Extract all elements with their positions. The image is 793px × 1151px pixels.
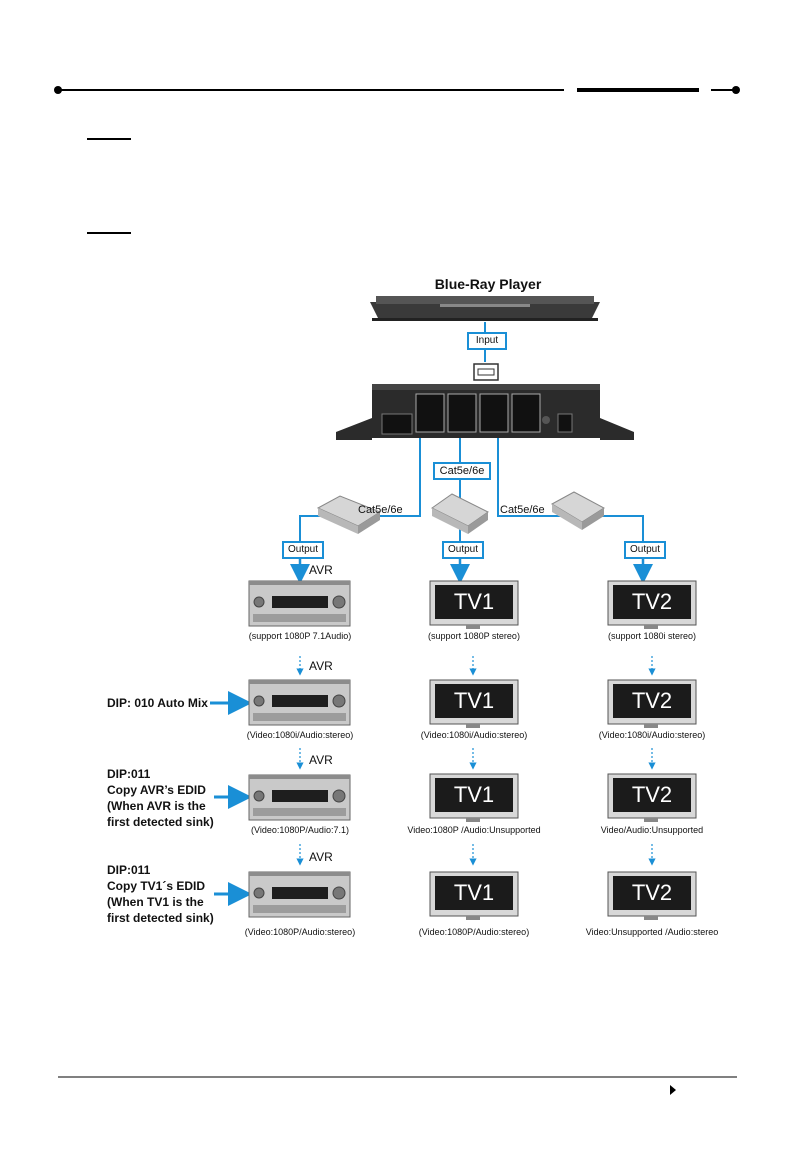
caption-tv1-row-3: Video:1080P /Audio:Unsupported [407, 825, 541, 835]
cable-left-label: Cat5e/6e [358, 504, 403, 516]
bluray-player-device [370, 296, 600, 321]
receiver-right-device [550, 491, 605, 530]
caption-tv2-row-4: Video:Unsupported /Audio:stereo [585, 927, 719, 937]
caption-avr-row-2: (Video:1080i/Audio:stereo) [246, 730, 354, 740]
caption-avr-row-3: (Video:1080P/Audio:7.1) [251, 825, 349, 835]
input-label: Input [467, 332, 507, 350]
header-line-right [711, 89, 735, 91]
tv2-device-row-1 [607, 580, 697, 629]
avr-device-row-1 [248, 580, 351, 627]
avr-device-row-4 [248, 871, 351, 918]
tv2-device-row-4 [607, 871, 697, 920]
output-label-right: Output [624, 541, 666, 559]
avr-label-row-4: AVR [309, 850, 333, 864]
bluray-player-label: Blue-Ray Player [434, 276, 542, 292]
side-label-row-4: DIP:011 Copy TV1´s EDID (When TV1 is the… [107, 863, 214, 925]
caption-tv1-row-1: (support 1080P stereo) [428, 631, 520, 641]
heading-underline-2 [87, 232, 131, 234]
hdmi-port-icon [473, 363, 499, 381]
header-dot-right [732, 86, 740, 94]
cable-center-label: Cat5e/6e [433, 462, 491, 480]
cable-right-label: Cat5e/6e [500, 504, 545, 516]
caption-tv1-row-2: (Video:1080i/Audio:stereo) [420, 730, 528, 740]
tv1-device-row-1 [429, 580, 519, 629]
hdbaset-splitter-device [336, 384, 634, 440]
avr-device-row-2 [248, 679, 351, 726]
caption-tv2-row-2: (Video:1080i/Audio:stereo) [598, 730, 706, 740]
output-label-left: Output [282, 541, 324, 559]
avr-label-row-1: AVR [309, 563, 333, 577]
tv1-label-row-2: TV1 [453, 688, 495, 713]
avr-device-row-3 [248, 774, 351, 821]
tv2-label-row-1: TV2 [631, 589, 673, 614]
next-page-icon [670, 1085, 676, 1095]
tv1-device-row-2 [429, 679, 519, 728]
avr-label-row-2: AVR [309, 659, 333, 673]
tv1-label-row-1: TV1 [453, 589, 495, 614]
tv2-device-row-2 [607, 679, 697, 728]
tv2-label-row-2: TV2 [631, 688, 673, 713]
caption-tv2-row-3: Video/Audio:Unsupported [600, 825, 704, 835]
tv2-device-row-3 [607, 773, 697, 822]
tv2-label-row-4: TV2 [631, 880, 673, 905]
caption-avr-row-4: (Video:1080P/Audio:stereo) [244, 927, 356, 937]
side-label-row-3: DIP:011 Copy AVR’s EDID (When AVR is the… [107, 767, 214, 829]
receiver-left-device [316, 495, 382, 534]
tv1-device-row-4 [429, 871, 519, 920]
header-line-thick [577, 88, 699, 92]
caption-avr-row-1: (support 1080P 7.1Audio) [248, 631, 352, 641]
tv2-label-row-3: TV2 [631, 782, 673, 807]
header-line-main [58, 89, 564, 91]
heading-underline-1 [87, 138, 131, 140]
output-label-center: Output [442, 541, 484, 559]
avr-label-row-3: AVR [309, 753, 333, 767]
caption-tv1-row-4: (Video:1080P/Audio:stereo) [418, 927, 530, 937]
caption-tv2-row-1: (support 1080i stereo) [607, 631, 697, 641]
tv1-label-row-3: TV1 [453, 782, 495, 807]
tv1-label-row-4: TV1 [453, 880, 495, 905]
side-label-row-2: DIP: 010 Auto Mix [107, 696, 208, 710]
tv1-device-row-3 [429, 773, 519, 822]
receiver-center-device [431, 493, 489, 534]
